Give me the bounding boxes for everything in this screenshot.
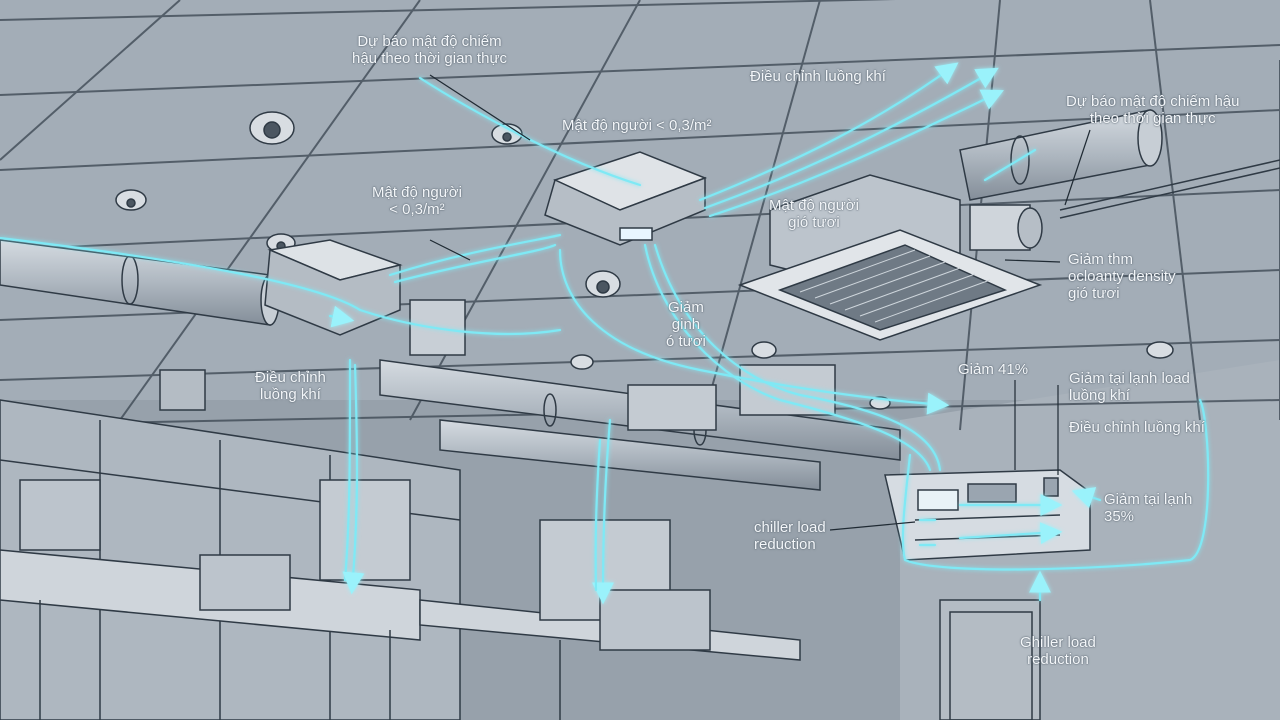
label-reduce-cooling-35: Giảm tại lạnh 35% bbox=[1104, 491, 1193, 525]
upper-right-duct bbox=[959, 109, 1280, 219]
doorway bbox=[939, 599, 1041, 720]
label-reduce-cooling-load: Giảm tại lạnh load luồng khí bbox=[1069, 370, 1190, 404]
label-reduce-density-fresh: Giảm thm ocloanty density gió tươi bbox=[1068, 251, 1176, 302]
label-forecast-top-right: Dự báo mật độ chiếm hậu theo thời gian t… bbox=[1066, 93, 1240, 127]
control-panel bbox=[884, 469, 1091, 561]
airflow-lines bbox=[0, 62, 1210, 605]
label-chiller-load-reduction: chiller load reduction bbox=[754, 519, 826, 553]
label-chiller-load-reduction-bottom: Ghiller load reduction bbox=[1020, 634, 1096, 668]
label-density-top: Mật độ người < 0,3/m² bbox=[562, 117, 712, 134]
ceiling-sensors bbox=[115, 111, 1174, 447]
label-airflow-adjust-left: Điều chỉnh luồng khí bbox=[255, 369, 326, 403]
label-density-left: Mật độ người < 0,3/m² bbox=[372, 184, 462, 218]
lab-benches bbox=[0, 479, 801, 720]
leader-lines bbox=[429, 74, 1091, 531]
label-reduce-41: Giảm 41% bbox=[958, 361, 1029, 378]
label-forecast-top-left: Dự báo mật độ chiếm hậu theo thời gian t… bbox=[352, 33, 507, 67]
cassette-unit bbox=[737, 174, 1043, 341]
label-airflow-adjust-right: Điều chỉnh luồng khí bbox=[1069, 419, 1205, 436]
label-density-fresh-air: Mật độ người gió tươi bbox=[769, 197, 859, 231]
label-reduce-fresh-mid: Giảm ginh ó tươi bbox=[666, 299, 706, 350]
label-airflow-adjust-top: Điều chỉnh luồng khí bbox=[750, 68, 886, 85]
